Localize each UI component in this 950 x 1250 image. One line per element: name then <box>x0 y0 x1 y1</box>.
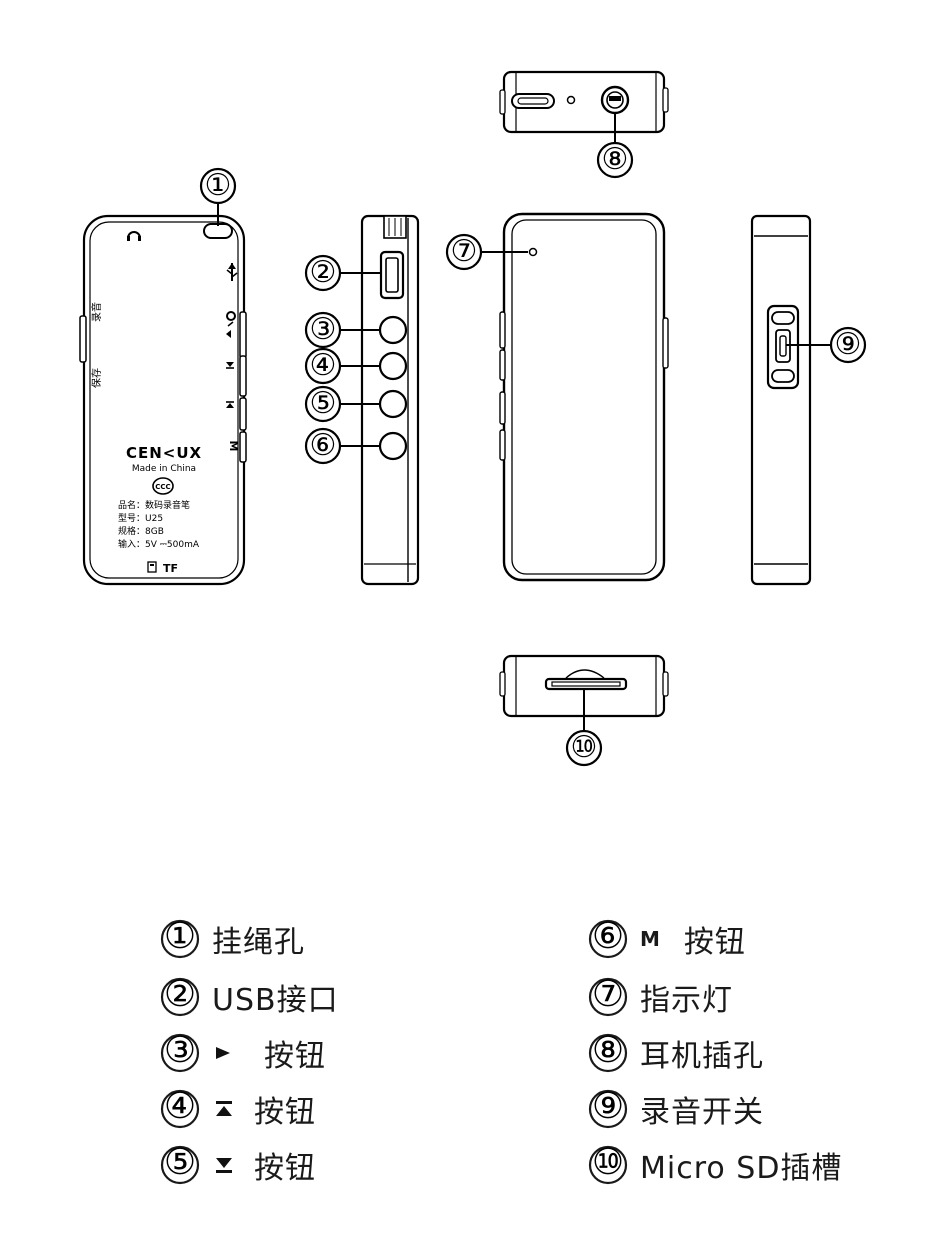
svg-text:⑦: ⑦ <box>592 975 624 1015</box>
legend-item-3: ③ 按钮 <box>158 1028 326 1078</box>
legend-text-9: 录音开关 <box>640 1095 764 1130</box>
callout-4: ④ <box>304 347 342 385</box>
legend-item-10: ⑩ Micro SD插槽 <box>586 1140 842 1190</box>
number-6-icon: ⑥ <box>588 917 628 959</box>
legend-item-1: ① 挂绳孔 <box>158 914 305 964</box>
svg-text:⑨: ⑨ <box>835 327 862 362</box>
legend-item-6: ⑥ M 按钮 <box>586 914 746 964</box>
side-label-record: 录音 <box>90 302 103 322</box>
callout-6: ⑥ <box>304 427 342 465</box>
device-diagram: M 录音 保存 CEN<UX Made in China CCC 品名：数码录音… <box>79 70 867 767</box>
side-label-save: 保存 <box>90 368 103 388</box>
legend-item-2: ② USB接口 <box>158 972 339 1022</box>
number-1-icon: ① <box>160 917 200 959</box>
callout-1: ① <box>199 167 237 205</box>
legend-item-7: ⑦ 指示灯 <box>586 972 733 1022</box>
usb-icon <box>226 263 238 281</box>
legend-text-2: USB接口 <box>212 983 339 1018</box>
up-icon <box>216 1101 232 1116</box>
svg-text:③: ③ <box>164 1031 196 1071</box>
spec-line-4: 输入：5V ⎓500mA <box>118 538 200 550</box>
svg-text:①: ① <box>164 917 196 957</box>
side-view-buttons <box>340 214 420 586</box>
legend-item-8: ⑧ 耳机插孔 <box>586 1028 764 1078</box>
legend-text-3: 按钮 <box>264 1039 326 1074</box>
svg-text:⑩: ⑩ <box>592 1143 624 1183</box>
legend-text-10: Micro SD插槽 <box>640 1151 843 1186</box>
svg-text:⑦: ⑦ <box>451 234 478 269</box>
svg-text:⑧: ⑧ <box>592 1031 624 1071</box>
svg-text:③: ③ <box>310 312 337 347</box>
prev-track-icon <box>226 362 234 369</box>
callout-7: ⑦ <box>445 233 483 271</box>
tf-label: TF <box>163 562 178 575</box>
legend-text-5: 按钮 <box>254 1151 316 1186</box>
m-label: M <box>640 927 660 951</box>
spec-line-1: 品名：数码录音笔 <box>118 499 190 511</box>
svg-text:①: ① <box>205 168 232 203</box>
number-4-icon: ④ <box>160 1087 200 1129</box>
svg-text:④: ④ <box>310 348 337 383</box>
headphone-icon <box>127 231 141 241</box>
svg-text:⑤: ⑤ <box>164 1143 196 1183</box>
spec-line-2: 型号：U25 <box>118 513 163 524</box>
number-5-icon: ⑤ <box>160 1143 200 1185</box>
callout-2: ② <box>304 254 342 292</box>
svg-text:⑤: ⑤ <box>310 386 337 421</box>
spec-line-3: 规格：8GB <box>118 525 164 537</box>
front-view <box>482 212 669 582</box>
legend-text-8: 耳机插孔 <box>640 1039 764 1074</box>
callout-8: ⑧ <box>596 141 634 179</box>
m-button-mark: M <box>227 441 240 452</box>
number-10-icon: ⑩ <box>588 1143 628 1185</box>
brand-logo: CEN<UX <box>126 444 202 462</box>
next-track-icon <box>226 401 234 408</box>
svg-text:⑧: ⑧ <box>602 142 629 177</box>
indicator-light <box>528 247 538 257</box>
play-pause-icon <box>226 311 236 338</box>
svg-text:⑥: ⑥ <box>310 428 337 463</box>
number-3-icon: ③ <box>160 1031 200 1073</box>
number-9-icon: ⑨ <box>588 1087 628 1129</box>
legend-item-9: ⑨ 录音开关 <box>586 1084 764 1134</box>
back-view: M 录音 保存 CEN<UX Made in China CCC 品名：数码录音… <box>79 214 247 586</box>
svg-text:②: ② <box>164 975 196 1015</box>
top-view <box>499 70 669 142</box>
svg-text:⑥: ⑥ <box>592 917 624 957</box>
legend-item-4: ④ 按钮 <box>158 1084 316 1134</box>
callout-9: ⑨ <box>829 326 867 364</box>
legend-text-7: 指示灯 <box>640 983 733 1018</box>
play-icon <box>216 1047 230 1059</box>
down-icon <box>216 1158 232 1173</box>
legend-text-6: 按钮 <box>683 925 746 960</box>
legend-text-1: 挂绳孔 <box>212 925 305 960</box>
svg-text:②: ② <box>310 255 337 290</box>
number-8-icon: ⑧ <box>588 1031 628 1073</box>
legend-text-4: 按钮 <box>254 1095 316 1130</box>
callout-5: ⑤ <box>304 385 342 423</box>
made-in-label: Made in China <box>132 464 196 474</box>
legend-item-5: ⑤ 按钮 <box>158 1140 316 1190</box>
svg-text:⑨: ⑨ <box>592 1087 624 1127</box>
ccc-mark: CCC <box>152 477 174 495</box>
number-7-icon: ⑦ <box>588 975 628 1017</box>
svg-text:④: ④ <box>164 1087 196 1127</box>
legend: ① 挂绳孔 ② USB接口 ③ 按钮 ④ 按钮 ⑤ 按钮 ⑥ M 按钮 ⑦ 指示… <box>0 900 950 1220</box>
number-2-icon: ② <box>160 975 200 1017</box>
callout-3: ③ <box>304 311 342 349</box>
callout-10: ⑩ <box>565 729 603 767</box>
svg-text:CCC: CCC <box>155 483 170 491</box>
bottom-view <box>499 654 669 730</box>
svg-text:⑩: ⑩ <box>571 730 598 765</box>
side-view-switch <box>750 214 830 586</box>
sd-card-icon <box>147 561 157 573</box>
